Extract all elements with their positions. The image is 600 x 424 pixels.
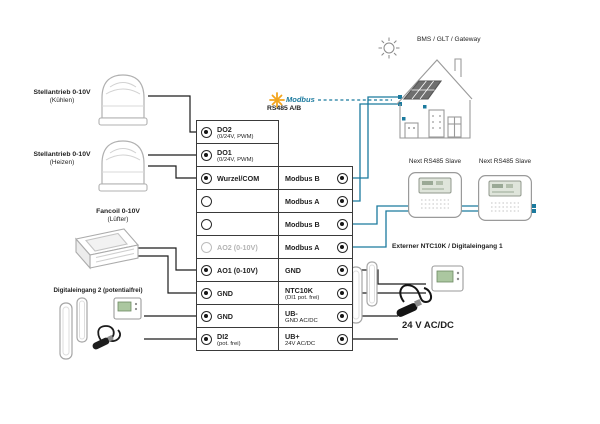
digital-input-sensor-illustration <box>92 297 142 350</box>
terminal-row-modbus-a-2: Modbus A <box>278 235 353 259</box>
terminal-screw-modbus-a <box>337 195 348 207</box>
terminal-row-ao1: AO1 (0-10V) <box>196 258 279 282</box>
gateway-building-illustration <box>378 37 473 139</box>
terminal-row-ub-plus: UB+24V AC/DC <box>278 327 353 351</box>
terminal-label: Modbus B <box>285 219 320 229</box>
terminal-label: Wurzel/COM <box>217 173 260 183</box>
door-contact-illustration <box>59 297 88 360</box>
slave-1-label: Next RS485 Slave <box>408 158 462 165</box>
rs485-slave-1-illustration <box>408 172 462 218</box>
actuator-cooling-illustration <box>98 74 148 126</box>
terminal-sublabel: (pot. frei) <box>217 340 241 347</box>
terminal-row-ub-minus: UB-GND AC/DC <box>278 304 353 328</box>
fancoil-label: Fancoil 0-10V (Lüfter) <box>96 208 140 224</box>
terminal-screw-ntc10k <box>337 287 348 299</box>
roof <box>396 59 473 105</box>
terminal-screw-gnd <box>337 264 348 276</box>
terminal-sublabel: (0/24V, PWM) <box>217 156 254 163</box>
terminal-label: GND <box>217 288 233 298</box>
terminal-row-modbus-a-1: Modbus A <box>278 189 353 213</box>
terminal-screw-di2 <box>201 333 212 345</box>
terminal-screw-unused <box>201 195 212 207</box>
modbus-label: Modbus <box>286 95 315 104</box>
actuator-heating-label: Stellantrieb 0-10V (Heizen) <box>33 151 91 167</box>
terminal-label: AO2 (0-10V) <box>217 242 258 252</box>
terminal-sublabel: GND AC/DC <box>285 317 318 324</box>
terminal-screw-wurzel <box>201 172 212 184</box>
modbus-star-icon <box>269 92 285 108</box>
terminal-label: Modbus A <box>285 242 320 252</box>
slave-2-label: Next RS485 Slave <box>478 158 532 165</box>
terminal-screw-modbus-b <box>337 172 348 184</box>
rs485-label: RS485 A/B <box>267 105 302 112</box>
chimney <box>454 58 462 77</box>
terminal-screw-unused <box>201 218 212 230</box>
terminal-sublabel: (0/24V, PWM) <box>217 133 254 140</box>
terminal-screw-modbus-a <box>337 241 348 253</box>
rs485-slave-2-illustration <box>478 175 533 221</box>
terminal-row-gnd-1: GND <box>196 281 279 305</box>
terminal-label: Modbus A <box>285 196 320 206</box>
terminal-screw-ao1 <box>201 264 212 276</box>
external-ntc-label: Externer NTC10K / Digitaleingang 1 <box>392 243 503 250</box>
terminal-row-ntc10k: NTC10K(DI1 pot. frei) <box>278 281 353 305</box>
terminal-screw-do1 <box>201 149 212 161</box>
terminal-row-gnd-right: GND <box>278 258 353 282</box>
terminal-screw-ao2 <box>201 241 212 253</box>
terminal-screw-do2 <box>201 126 212 138</box>
terminal-label: NTC10K <box>285 285 313 295</box>
terminal-label: AO1 (0-10V) <box>217 265 258 275</box>
terminal-screw-ub-plus <box>337 333 348 345</box>
terminal-label: GND <box>217 311 233 321</box>
power-supply-label: 24 V AC/DC <box>402 320 454 331</box>
terminal-row-modbus-b-2: Modbus B <box>278 212 353 236</box>
terminal-screw-gnd <box>201 310 212 322</box>
terminal-row-gnd-2: GND <box>196 304 279 328</box>
terminal-screw-ub-minus <box>337 310 348 322</box>
terminal-label: DI2 <box>217 331 229 341</box>
terminal-row-di2: DI2(pot. frei) <box>196 327 279 351</box>
terminal-label: UB+ <box>285 331 300 341</box>
terminal-sublabel: (DI1 pot. frei) <box>285 294 320 301</box>
terminal-row-ao2: AO2 (0-10V) <box>196 235 279 259</box>
sun-icon <box>378 37 400 59</box>
digital-input-2-label: Digitaleingang 2 (potentialfrei) <box>53 287 143 294</box>
external-ntc-sensor-illustration <box>396 265 464 317</box>
terminal-label: GND <box>285 265 301 275</box>
terminal-row-unused-2 <box>196 212 279 236</box>
terminal-row-unused-1 <box>196 189 279 213</box>
terminal-row-modbus-b-1: Modbus B <box>278 166 353 190</box>
actuator-cooling-label: Stellantrieb 0-10V (Kühlen) <box>33 89 91 105</box>
terminal-sublabel: 24V AC/DC <box>285 340 316 347</box>
terminal-label: Modbus B <box>285 173 320 183</box>
device-wires <box>137 95 426 340</box>
gateway-label: BMS / GLT / Gateway <box>417 36 481 43</box>
terminal-label: UB- <box>285 308 298 318</box>
terminal-row-do1: DO1(0/24V, PWM) <box>196 143 279 167</box>
terminal-label: DO1 <box>217 147 232 157</box>
terminal-row-wurzel-com: Wurzel/COM <box>196 166 279 190</box>
walls <box>399 100 471 139</box>
fancoil-illustration <box>74 228 140 270</box>
terminal-row-do2: DO2(0/24V, PWM) <box>196 120 279 144</box>
actuator-heating-illustration <box>98 140 148 192</box>
terminal-screw-gnd <box>201 287 212 299</box>
terminal-label: DO2 <box>217 124 232 134</box>
terminal-screw-modbus-b <box>337 218 348 230</box>
